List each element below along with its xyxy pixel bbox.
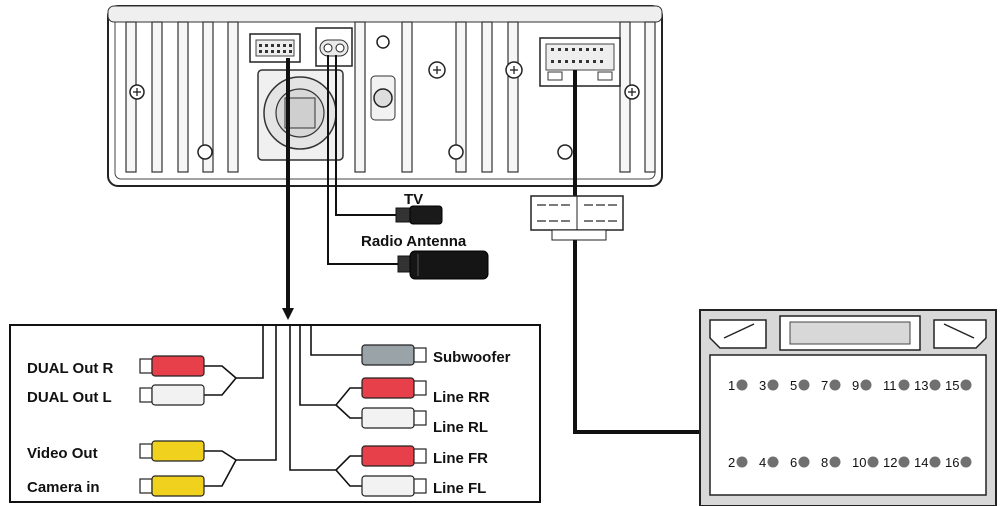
- pin-label: 2: [728, 455, 735, 470]
- pin-label: 12: [883, 455, 897, 470]
- rca-camera-in: [139, 475, 205, 497]
- rca-dual-out-l: [139, 384, 205, 406]
- rca-plugs-right: [361, 344, 427, 497]
- pin-dot: [960, 456, 972, 468]
- label-video-out: Video Out: [27, 445, 98, 462]
- pin-dot: [798, 379, 810, 391]
- rca-line-fr: [361, 445, 427, 467]
- mounting-screws: [129, 35, 640, 160]
- iso-socket-right: [539, 37, 621, 87]
- label-dual-out-l: DUAL Out L: [27, 389, 112, 406]
- rca-dual-out-r: [139, 355, 205, 377]
- fan-housing: [257, 69, 344, 161]
- car-connector: [699, 309, 997, 506]
- pin-dot: [767, 379, 779, 391]
- pin-dot: [929, 456, 941, 468]
- pin-label: 6: [790, 455, 797, 470]
- pin-dot: [736, 456, 748, 468]
- pin-dot: [829, 379, 841, 391]
- pin-dot: [767, 456, 779, 468]
- pin-label: 1: [728, 378, 735, 393]
- tv-plug: [395, 205, 443, 225]
- rca-line-rl: [361, 407, 427, 429]
- antenna-socket: [315, 27, 353, 67]
- rca-wires: [204, 325, 362, 487]
- label-subwoofer: Subwoofer: [433, 349, 511, 366]
- pin-label: 15: [945, 378, 959, 393]
- pin-label: 9: [852, 378, 859, 393]
- pin-label: 16: [945, 455, 959, 470]
- pin-label: 4: [759, 455, 766, 470]
- iso-adapter-plug: [530, 195, 624, 241]
- rca-plugs-left: [139, 355, 205, 497]
- pin-dot: [798, 456, 810, 468]
- pin-dot: [829, 456, 841, 468]
- screw-crosses: [133, 66, 636, 96]
- label-line-rr: Line RR: [433, 389, 490, 406]
- label-camera-in: Camera in: [27, 479, 100, 496]
- rca-subwoofer: [361, 344, 427, 366]
- pin-label: 13: [914, 378, 928, 393]
- pin-dot: [960, 379, 972, 391]
- label-radio-antenna: Radio Antenna: [361, 233, 467, 250]
- iso-socket-left: [249, 33, 301, 63]
- radio-antenna-plug: [397, 250, 489, 280]
- rca-video-out: [139, 440, 205, 462]
- cables: [286, 55, 700, 434]
- pin-dot: [860, 379, 872, 391]
- pin-dot: [867, 456, 879, 468]
- pin-dot: [929, 379, 941, 391]
- pin-dot: [898, 456, 910, 468]
- pin-dot: [898, 379, 910, 391]
- rca-line-rr: [361, 377, 427, 399]
- head-unit-rear: [107, 5, 663, 187]
- pin-label: 3: [759, 378, 766, 393]
- pin-label: 14: [914, 455, 928, 470]
- label-tv: TV: [404, 191, 423, 208]
- pin-label: 11: [883, 378, 897, 393]
- pin-label: 8: [821, 455, 828, 470]
- pin-label: 7: [821, 378, 828, 393]
- pin-dot: [736, 379, 748, 391]
- pin-label: 5: [790, 378, 797, 393]
- center-jack: [370, 75, 396, 121]
- label-line-fr: Line FR: [433, 450, 488, 467]
- pin-label: 10: [852, 455, 866, 470]
- label-dual-out-r: DUAL Out R: [27, 360, 114, 377]
- rca-harness-box: [9, 324, 541, 503]
- label-line-fl: Line FL: [433, 480, 486, 497]
- rca-line-fl: [361, 475, 427, 497]
- arrow-down-icon: [282, 308, 294, 320]
- label-line-rl: Line RL: [433, 419, 488, 436]
